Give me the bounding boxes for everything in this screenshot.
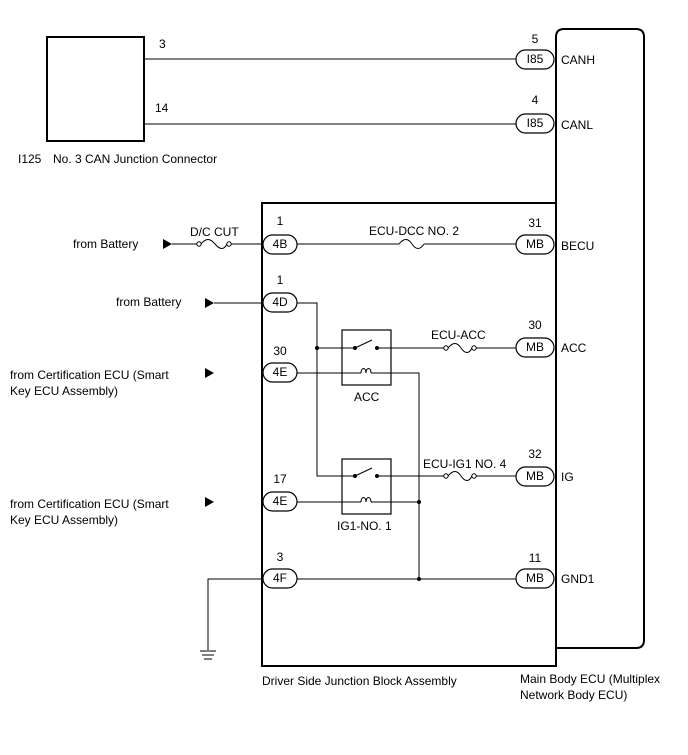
fuse-ecu-acc-symbol [447,343,473,353]
relay-acc-box [341,329,392,386]
source-battery-1: from Battery [73,237,138,251]
ecu-signal-becu: BECU [561,239,594,253]
relay-ig1-coil [360,497,372,503]
ecu-pin-becu: 31 [528,216,542,230]
arrow-cert-1 [205,368,214,378]
ecu-pin-ig: 32 [528,447,542,461]
source-cert-2-line1: from Certification ECU (Smart [10,497,169,511]
junction-dot-4d [315,346,319,350]
jb-pin-4e-30: 30 [273,344,287,358]
can-junction-pin-canl: 14 [155,101,169,115]
junction-dot-ig1-coil [417,500,421,504]
relay-acc-label: ACC [354,390,380,404]
can-junction-pin-canh: 3 [159,37,166,51]
jb-connector-4b-code: 4B [273,237,288,251]
ecu-connector-ig-code: MB [526,469,544,483]
fuse-ecu-acc-label: ECU-ACC [431,328,486,342]
wire-4d-internal [297,302,342,477]
fuse-dc-cut-label: D/C CUT [190,225,239,239]
fuse-ecu-ig1-terminal-left [443,473,449,479]
junction-dot-gnd1 [417,577,421,581]
jb-connector-4e-30-code: 4E [273,365,288,379]
fuse-ecu-dcc-symbol [398,239,425,249]
fuse-ecu-ig1-symbol [447,471,473,481]
junction-block-box [261,202,557,667]
source-cert-1-line1: from Certification ECU (Smart [10,368,169,382]
can-junction-box [46,36,145,142]
jb-connector-4d-code: 4D [272,295,288,309]
jb-pin-4e-17: 17 [273,472,287,486]
relay-acc-switch [354,339,373,349]
ecu-signal-ig: IG [561,470,574,484]
arrow-battery-1 [163,239,172,249]
source-cert-2-line2: Key ECU Assembly) [10,513,118,527]
fuse-ecu-ig1-terminal-right [471,473,477,479]
ecu-signal-acc: ACC [561,341,587,355]
ecu-pin-canl: 4 [532,93,539,107]
ecu-connector-canh [515,49,555,70]
fuse-dc-cut-symbol [200,239,228,249]
source-battery-2: from Battery [116,295,181,309]
ecu-signal-canh: CANH [561,53,595,67]
junction-block-name: Driver Side Junction Block Assembly [262,674,457,688]
arrow-battery-2 [205,298,214,308]
main-ecu-name-line2: Network Body ECU) [520,688,627,702]
ecu-pin-canh: 5 [532,32,539,46]
wire-ground [207,578,263,650]
ecu-connector-becu-code: MB [526,237,544,251]
fuse-ecu-dcc-label: ECU-DCC NO. 2 [369,224,459,238]
relay-ig1-box [341,458,392,515]
fuse-dc-cut-terminal-right [226,241,232,247]
relay-ig1-switch [354,467,373,477]
jb-pin-4d: 1 [277,273,284,287]
jb-connector-4e-17-code: 4E [273,494,288,508]
main-ecu-name-line1: Main Body ECU (Multiplex [520,672,660,686]
relay-acc-coil [360,368,372,374]
arrow-cert-2 [205,497,214,507]
source-cert-1-line2: Key ECU Assembly) [10,384,118,398]
fuse-ecu-acc-terminal-left [443,345,449,351]
relay-ig1-label: IG1-NO. 1 [337,519,392,533]
jb-connector-4f-code: 4F [273,571,287,585]
ecu-connector-acc-code: MB [526,340,544,354]
fuse-ecu-ig1-label: ECU-IG1 NO. 4 [423,457,507,471]
ecu-connector-canh-code: I85 [527,52,544,66]
ecu-signal-canl: CANL [561,118,593,132]
can-junction-name: No. 3 CAN Junction Connector [53,152,217,166]
ecu-connector-canl-code: I85 [527,116,544,130]
fuse-dc-cut-terminal-left [196,241,202,247]
fuse-ecu-acc-terminal-right [471,345,477,351]
jb-pin-4b: 1 [277,214,284,228]
can-junction-id: I125 [18,152,42,166]
ecu-connector-gnd1-code: MB [526,571,544,585]
ecu-signal-gnd1: GND1 [561,572,595,586]
ecu-connector-canl [515,113,555,134]
ecu-pin-gnd1: 11 [529,551,542,565]
main-ecu-box [555,28,645,649]
jb-pin-4f: 3 [277,550,284,564]
ecu-pin-acc: 30 [528,318,542,332]
ground-icon [200,650,216,660]
wire-acc-coil-to-ground [391,372,420,579]
